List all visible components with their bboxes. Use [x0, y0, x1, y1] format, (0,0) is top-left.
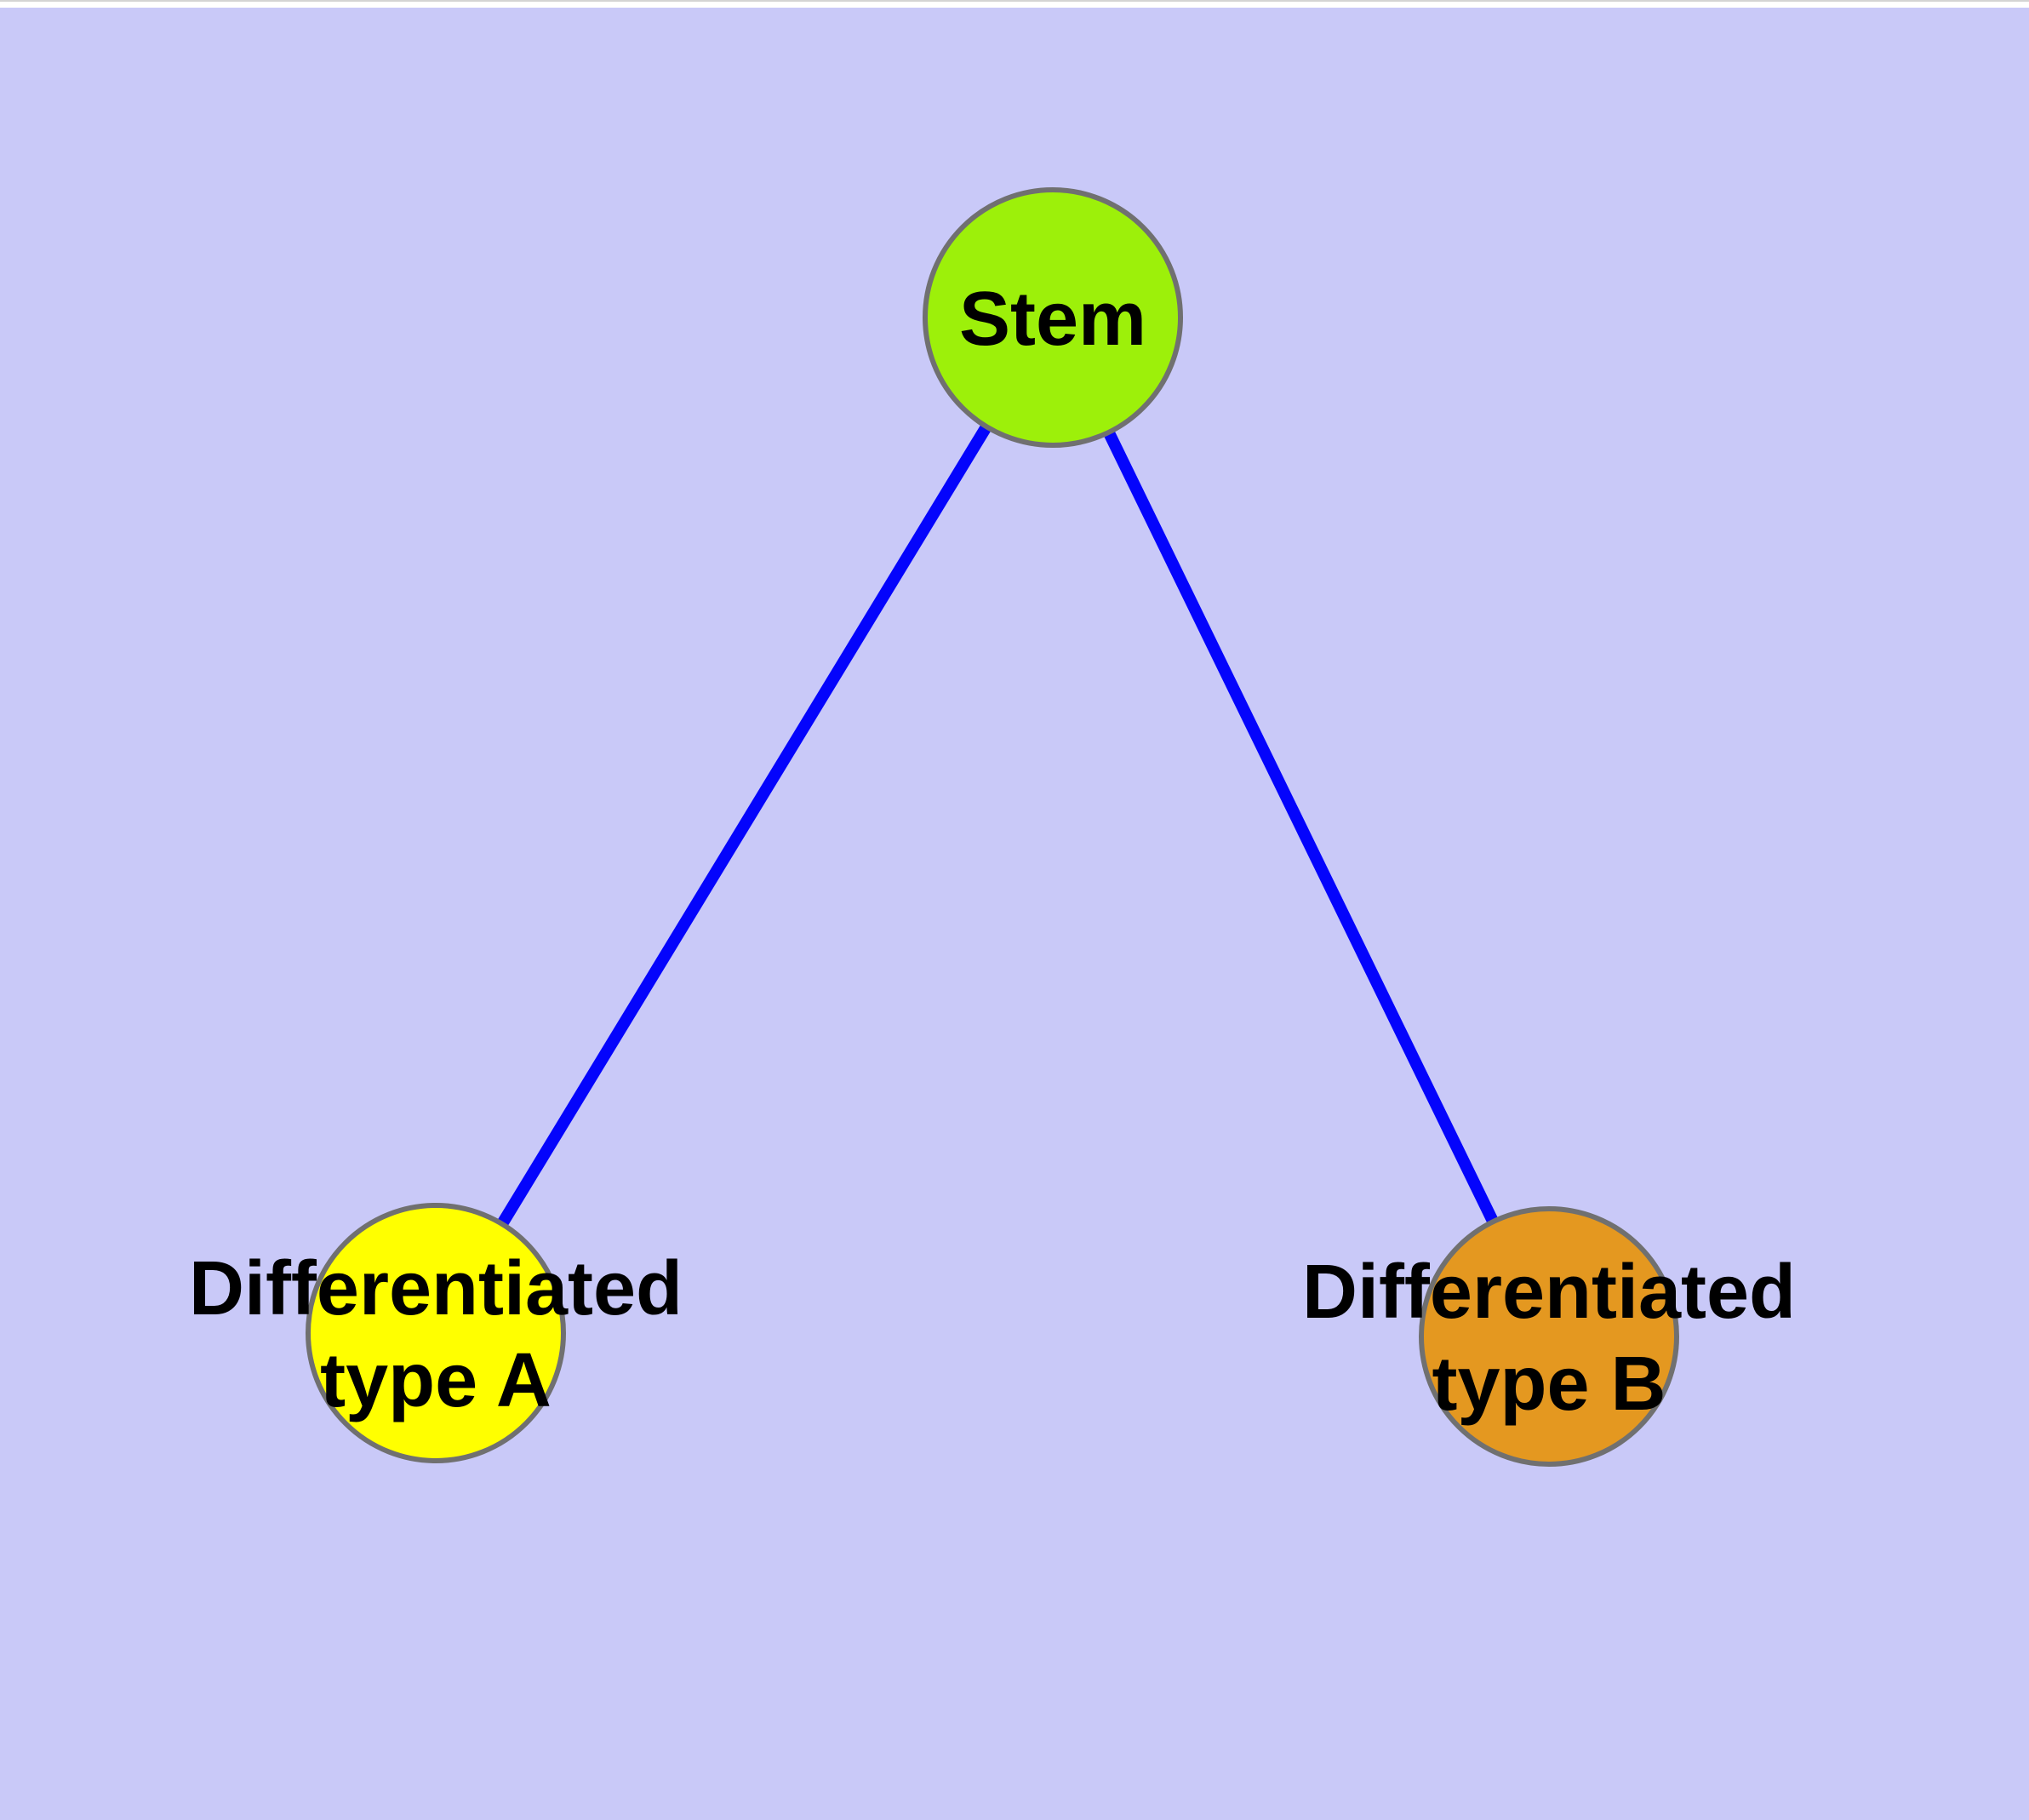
node-stem-label-line-1: Stem: [959, 277, 1146, 362]
node-stem: [923, 187, 1183, 448]
node-type-b-circle: [1419, 1206, 1679, 1467]
edge-stem-to-type-b: [1047, 314, 1555, 1340]
node-type-a-label-line-2: type A: [320, 1338, 552, 1423]
top-strip-border: [0, 0, 2029, 2]
node-type-a: [306, 1203, 566, 1463]
node-type-b: [1419, 1206, 1679, 1467]
node-stem-label: Stem: [959, 277, 1146, 362]
node-type-a-label-line-1: Differentiated: [189, 1246, 683, 1331]
edge-stem-to-type-a: [431, 314, 1058, 1336]
node-type-a-circle: [306, 1203, 566, 1463]
node-stem-circle: [923, 187, 1183, 448]
node-type-b-label-line-2: type B: [1432, 1342, 1666, 1427]
top-strip: [0, 0, 2029, 8]
node-type-b-label-line-1: Differentiated: [1302, 1250, 1796, 1335]
